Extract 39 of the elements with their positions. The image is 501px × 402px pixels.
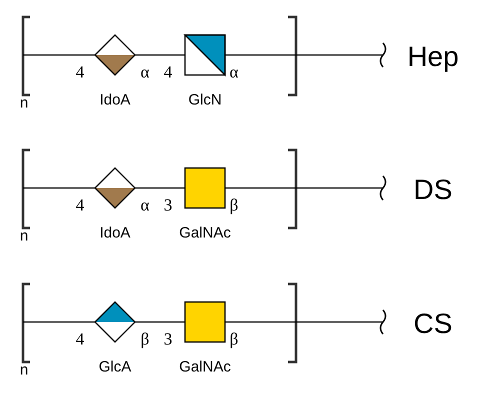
linkage-line xyxy=(23,54,95,56)
repeat-count: n xyxy=(20,96,28,110)
linkage-line xyxy=(225,321,383,323)
square-symbol xyxy=(183,34,226,77)
diamond-symbol xyxy=(94,301,136,343)
square-symbol xyxy=(184,167,226,209)
linkage-line xyxy=(135,187,185,189)
anomer-symbol: β xyxy=(140,330,150,348)
residue-name: GlcN xyxy=(188,92,222,108)
square-symbol xyxy=(184,301,226,343)
repeat-count: n xyxy=(20,228,28,244)
linkage-line xyxy=(225,187,383,189)
linkage-position: 4 xyxy=(76,330,84,348)
linkage-line xyxy=(135,321,185,323)
linkage-line xyxy=(225,54,383,56)
linkage-line xyxy=(23,321,95,323)
anomer-symbol: β xyxy=(230,196,238,214)
row-title: CS xyxy=(414,310,452,338)
linkage-position: 4 xyxy=(164,64,172,80)
residue-name: GalNAc xyxy=(179,226,231,240)
row-title: Hep xyxy=(407,43,459,71)
residue-name: GalNAc xyxy=(179,360,231,374)
diamond-symbol xyxy=(94,167,136,209)
residue-name: IdoA xyxy=(100,226,130,240)
residue-name: IdoA xyxy=(100,92,130,108)
linkage-position: 4 xyxy=(76,64,84,80)
linkage-line xyxy=(23,187,95,189)
residue-name: GlcA xyxy=(98,360,132,374)
repeat-count: n xyxy=(20,362,28,378)
linkage-position: 4 xyxy=(76,196,84,214)
anomer-symbol: β xyxy=(230,330,238,348)
linkage-line xyxy=(135,54,185,56)
row-title: DS xyxy=(414,176,452,204)
linkage-position: 3 xyxy=(164,330,172,348)
anomer-symbol: α xyxy=(140,196,150,214)
diamond-symbol xyxy=(94,34,136,76)
anomer-symbol: α xyxy=(140,64,150,80)
linkage-position: 3 xyxy=(164,196,172,214)
anomer-symbol: α xyxy=(230,64,238,80)
